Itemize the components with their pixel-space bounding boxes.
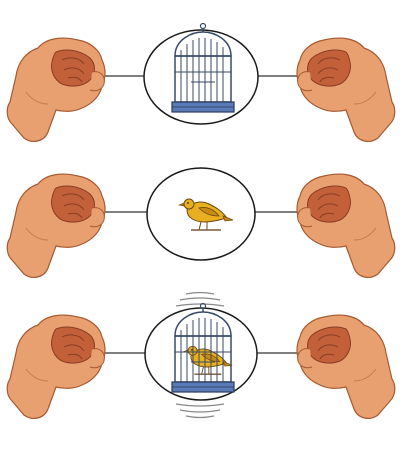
left-hand-icon [7,315,105,418]
left-hand-icon [7,38,105,141]
left-hand-icon [7,174,105,277]
motion-lines-top [176,293,224,307]
right-hand-icon [297,315,395,418]
thaumatrope-row-combined [7,293,395,419]
thaumatrope-row-bird [7,168,395,277]
right-hand-icon [297,174,395,277]
thaumatrope-row-cage [7,24,395,142]
motion-lines-bottom [176,404,224,418]
right-hand-icon [297,38,395,141]
